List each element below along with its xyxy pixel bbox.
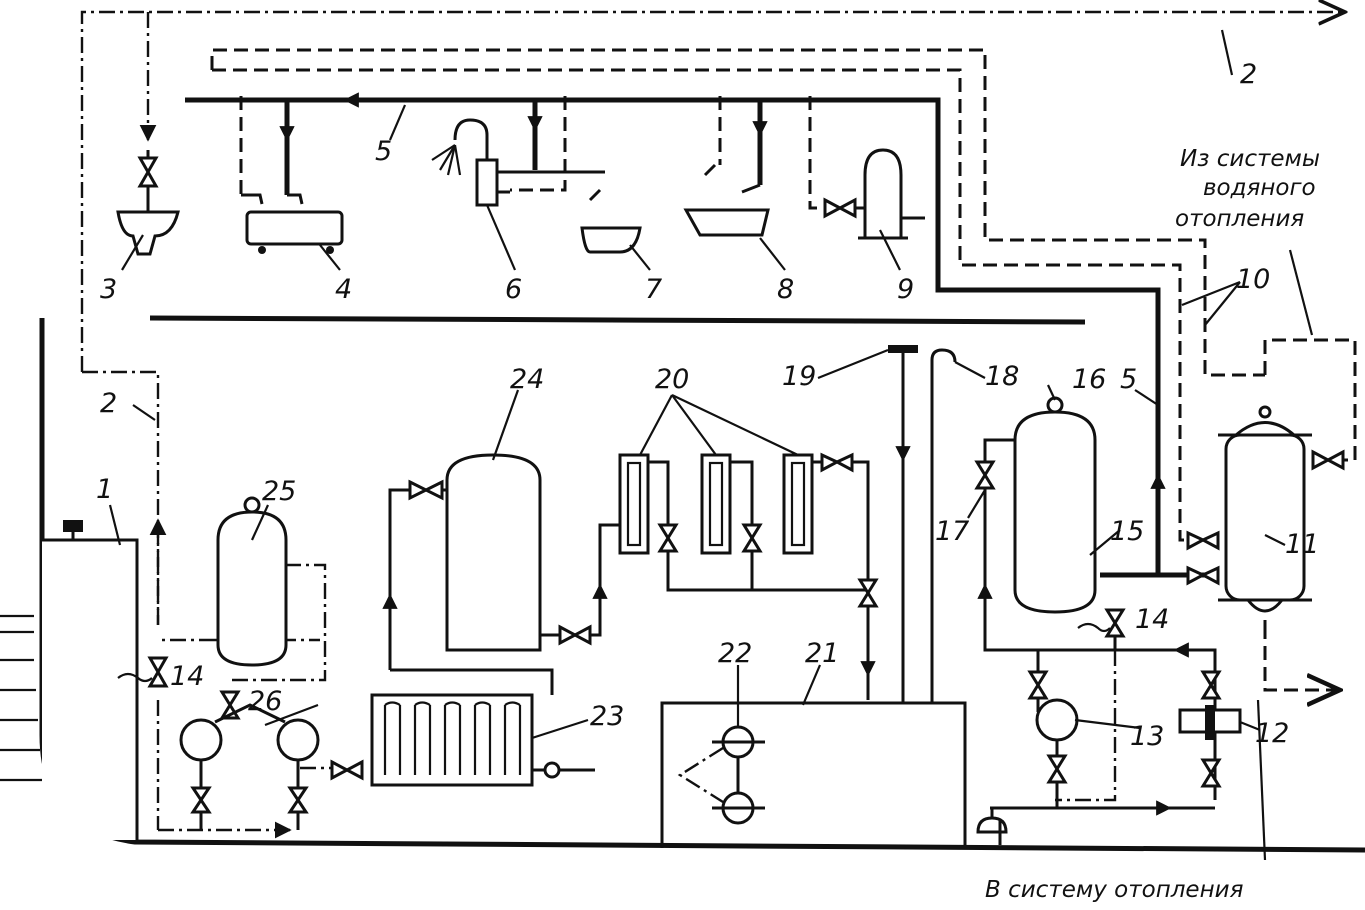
water-heater-9 [823, 148, 925, 240]
label-19: 19 [782, 361, 816, 392]
label-10: 10 [1236, 264, 1270, 295]
label-4: 4 [335, 274, 352, 305]
filters-20 [618, 452, 879, 700]
pump-13 [1027, 650, 1079, 808]
label-23: 23 [590, 701, 624, 732]
heat-exchanger-23 [330, 693, 595, 787]
caption-from-heating-2: водяного [1203, 175, 1316, 201]
pressure-tank-25 [158, 496, 288, 667]
pumps-26 [179, 690, 320, 830]
bathtub-4 [241, 193, 344, 254]
label-2-left: 2 [100, 388, 117, 419]
caption-from-heating-3: отопления [1175, 206, 1304, 232]
gooseneck-18 [930, 348, 957, 703]
label-15: 15 [1110, 516, 1144, 547]
label-8: 8 [777, 274, 794, 305]
tank-24 [382, 453, 620, 695]
label-5-right: 5 [1120, 364, 1137, 395]
suction-strainer [976, 800, 1215, 845]
label-13: 13 [1130, 721, 1164, 752]
waterline-hatch [0, 614, 44, 782]
label-21: 21 [805, 638, 839, 669]
caption-from-heating-1: Из системы [1180, 146, 1320, 172]
label-2-top: 2 [1240, 59, 1257, 90]
label-14-left: 14 [170, 661, 204, 692]
label-1: 1 [96, 474, 113, 505]
washbasin-3 [116, 150, 180, 256]
shower-6 [431, 118, 605, 207]
label-14-right: 14 [1135, 604, 1169, 635]
label-9: 9 [897, 274, 914, 305]
boiler-11 [1186, 405, 1345, 630]
leader-lines [108, 29, 1314, 861]
number-labels: 1 2 2 3 4 5 5 6 7 8 9 10 11 12 13 14 14 … [96, 59, 1319, 752]
caption-to-heating: В систему отопления [985, 877, 1244, 903]
sink-7 [580, 188, 642, 254]
fresh-water-main [185, 92, 1215, 578]
pumps-22 [677, 725, 765, 825]
label-3: 3 [100, 274, 117, 305]
label-5-top: 5 [375, 136, 392, 167]
filter-12 [1173, 642, 1242, 788]
label-6: 6 [505, 274, 522, 305]
tank-15 [974, 396, 1217, 800]
tank-21 [660, 701, 967, 848]
label-16: 16 [1072, 364, 1106, 395]
label-26: 26 [248, 686, 282, 717]
tank-1 [42, 520, 139, 840]
valve-14-left [117, 656, 169, 688]
hot-water-lines [210, 48, 1357, 690]
label-20: 20 [655, 364, 689, 395]
label-22: 22 [718, 638, 752, 669]
label-17: 17 [935, 516, 969, 547]
captions: Из системы водяного отопления В систему … [985, 146, 1320, 903]
label-11: 11 [1285, 529, 1319, 560]
label-24: 24 [510, 364, 544, 395]
vent-pipe-19 [888, 345, 918, 703]
label-7: 7 [645, 274, 662, 305]
label-18: 18 [985, 361, 1019, 392]
label-12: 12 [1255, 718, 1289, 749]
washbasin-8 [683, 163, 770, 237]
label-25: 25 [262, 476, 296, 507]
